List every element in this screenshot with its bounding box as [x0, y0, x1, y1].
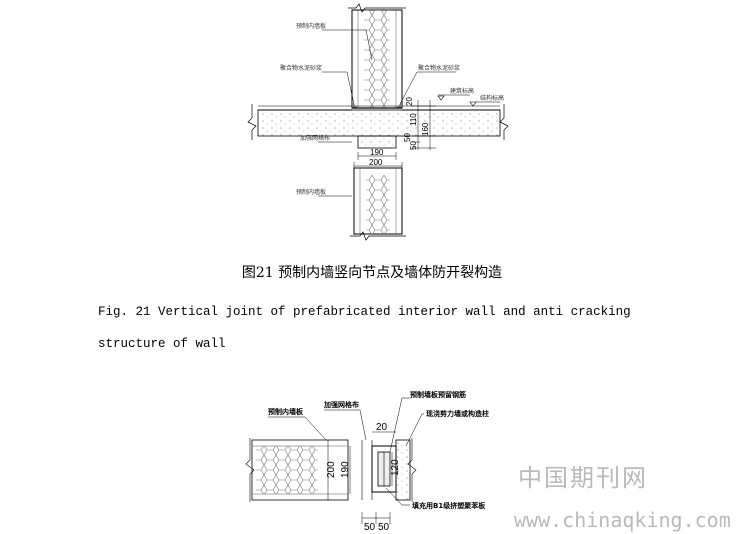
dim-160: 160	[421, 122, 430, 136]
dim2-190: 190	[340, 461, 351, 478]
label-mortar-right: 聚合物水泥砂浆	[418, 64, 460, 72]
dimension-lines-2	[327, 431, 396, 524]
figure-caption-en: Fig. 21 Vertical joint of prefabricated …	[98, 305, 631, 351]
dim2-200: 200	[326, 461, 337, 478]
watermark-url: www.chinaqking.com	[514, 508, 731, 532]
building-elev-marker	[437, 95, 445, 101]
dim-190: 190	[370, 148, 384, 157]
bottom-wall-panel	[353, 167, 403, 235]
break-lines-2	[245, 438, 417, 502]
label-structure-elev: 结构标高	[480, 94, 504, 102]
label-mesh: 加强网格布	[300, 134, 330, 142]
wall-panel-2	[251, 439, 349, 501]
watermark-cn: 中国期刊网	[518, 464, 648, 492]
figure-caption-cn: 图21 预制内墙竖向节点及墙体防开裂构造	[241, 265, 503, 281]
structure-elev-marker	[469, 101, 477, 107]
dim-20: 20	[405, 97, 414, 106]
dim-50-b: 50	[409, 141, 418, 150]
dim-200: 200	[369, 158, 383, 167]
leader-lines	[318, 29, 500, 197]
break-lines	[247, 3, 509, 241]
floor-slab	[257, 105, 501, 149]
dimension-lines-1	[353, 100, 436, 170]
label2-rebar: 预制墙板预留钢筋	[410, 390, 466, 399]
dim2-50-b: 50	[378, 522, 390, 533]
top-wall-panel	[351, 9, 403, 109]
label2-mesh: 加强网格布	[323, 400, 359, 409]
dim2-120: 120	[390, 459, 401, 476]
joint-detail-2	[361, 439, 411, 501]
label2-fill: 填充用B1级挤塑聚苯板	[412, 501, 486, 510]
dim2-20: 20	[376, 422, 388, 433]
label-panel-bottom: 预制内墙板	[296, 188, 326, 196]
dim-110: 110	[409, 113, 418, 126]
dim-50-a: 50	[403, 133, 412, 142]
leader-lines-2	[268, 397, 424, 506]
label2-panel: 预制内墙板	[268, 407, 304, 416]
dim2-50-a: 50	[364, 522, 376, 533]
label-panel-top: 预制内墙板	[296, 22, 326, 30]
label-mortar-left: 聚合物水泥砂浆	[280, 64, 322, 72]
label2-column: 现浇剪力墙或构造柱	[426, 409, 489, 418]
label-building-elev: 建筑标高	[450, 87, 474, 95]
